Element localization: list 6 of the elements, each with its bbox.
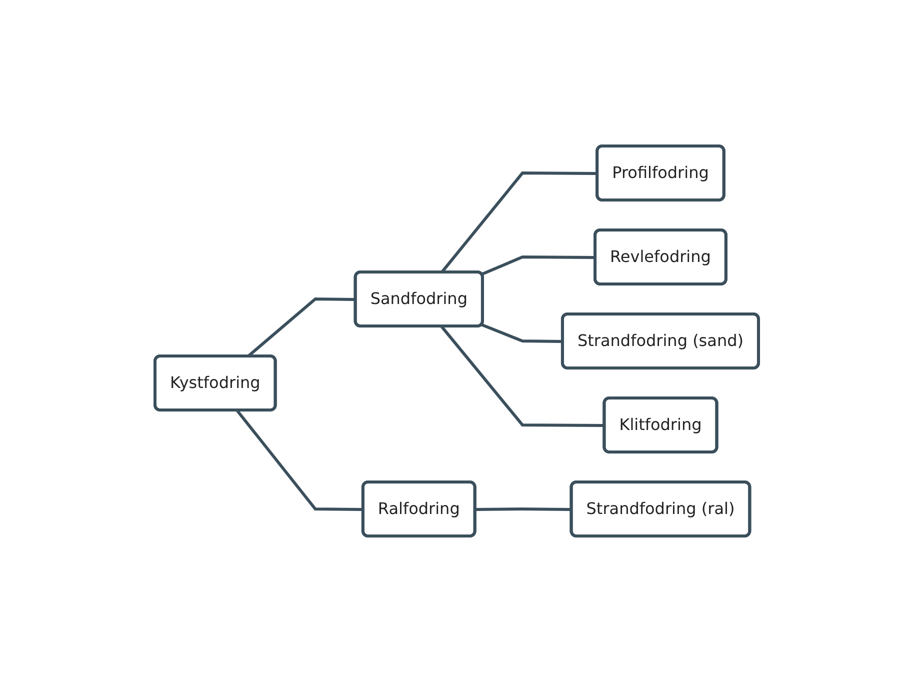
connector [481,255,596,276]
connector [440,325,605,426]
connector [476,507,572,510]
connector [236,409,364,510]
connector [440,171,598,273]
connector [481,322,564,342]
